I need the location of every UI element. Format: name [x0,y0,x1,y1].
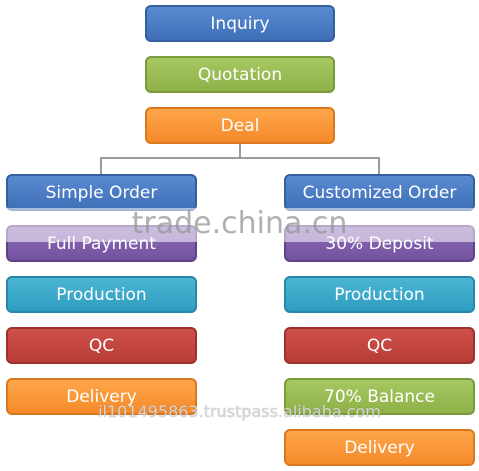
deal-box: Deal [145,107,335,144]
left-qc-box: QC [6,327,197,364]
right-qc-label: QC [366,335,393,356]
right-delivery-label: Delivery [344,437,415,458]
connector-deal-down [239,144,241,158]
left-delivery-label: Delivery [66,386,137,407]
simple-order-box: Simple Order [6,174,197,211]
watermark-id: il101495863.trustpass.alibaba.com [98,402,381,421]
connector-left-down [100,157,102,175]
connector-branch-horizontal [100,157,380,159]
right-qc-box: QC [284,327,475,364]
inquiry-box: Inquiry [145,5,335,42]
right-production-box: Production [284,276,475,313]
quotation-box: Quotation [145,56,335,93]
left-delivery-box: Delivery [6,378,197,415]
quotation-label: Quotation [197,64,283,85]
watermark-band [0,208,479,242]
balance-box: 70% Balance [284,378,475,415]
inquiry-label: Inquiry [210,13,270,34]
left-qc-label: QC [88,335,115,356]
customized-order-label: Customized Order [302,182,457,203]
right-delivery-box: Delivery [284,429,475,466]
balance-label: 70% Balance [324,386,435,407]
left-production-label: Production [56,284,147,305]
watermark-site: trade.china.cn [131,206,348,241]
simple-order-label: Simple Order [45,182,158,203]
right-production-label: Production [334,284,425,305]
left-production-box: Production [6,276,197,313]
connector-right-down [378,157,380,175]
deal-label: Deal [220,115,260,136]
